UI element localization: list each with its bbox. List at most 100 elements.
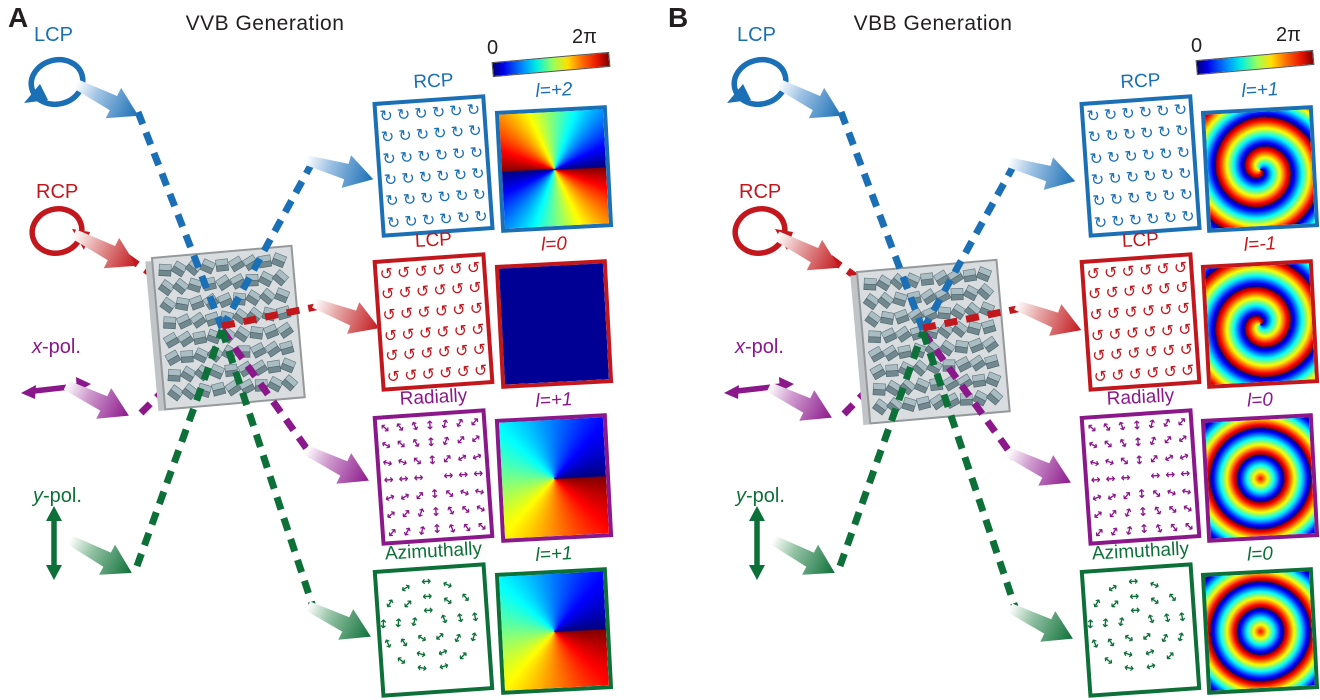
azimuthal-arrow-glyph: ↕ (466, 629, 481, 646)
azimuthal-arrow-glyph: ↕ (420, 590, 435, 602)
circular-polarization-glyph: ↺ (419, 343, 435, 364)
beam-path-azimuthal-out-a (218, 328, 318, 612)
colorbar-max-label-a: 2π (572, 26, 597, 48)
xpol-suffix: -pol. (745, 336, 784, 358)
input-label-lcp-b: LCP (737, 24, 776, 46)
radial-arrow-glyph: ↕ (473, 517, 491, 535)
circular-polarization-glyph: ↺ (1107, 324, 1123, 345)
circular-polarization-glyph: ↺ (1110, 365, 1126, 386)
circular-polarization-glyph: ↻ (1109, 189, 1124, 210)
circular-polarization-glyph: ↺ (454, 341, 470, 362)
circular-polarization-glyph: ↻ (1160, 164, 1175, 185)
circular-polarization-glyph: ↻ (384, 191, 400, 211)
circular-polarization-glyph: ↻ (435, 166, 451, 186)
azimuthal-arrow-glyph: ↕ (1102, 633, 1120, 651)
circular-polarization-glyph: ↺ (383, 325, 398, 346)
circular-polarization-glyph: ↺ (1120, 261, 1136, 282)
circular-polarization-glyph: ↺ (453, 320, 468, 341)
circular-polarization-glyph: ↻ (1163, 207, 1178, 228)
metasurface-side-face (145, 260, 167, 412)
circular-polarization-glyph: ↺ (1155, 258, 1171, 279)
polarization-state-square: ↻↻↻↻↻↻↻↻↻↻↻↻↻↻↻↻↻↻↻↻↻↻↻↻↻↻↻↻↻↻↻↻↻↻↻↻ (372, 94, 495, 238)
polarization-state-square: ↕↕↕↕↕↕↕↕↕↕↕↕↕↕↕↕↕↕↕↕↕↕↕↕↕↕↕↕↕↕↕↕↕↕↕↕↕↕↕↕… (372, 408, 495, 546)
circular-polarization-glyph: ↻ (472, 184, 487, 205)
input-label-ypol-a: y-pol. (33, 485, 82, 508)
azimuthal-arrow-glyph: ↕ (1114, 613, 1128, 630)
azimuthal-arrow-glyph: ↕ (1146, 577, 1164, 593)
radial-arrow-glyph: ↕ (424, 417, 436, 433)
circular-polarization-glyph: ↻ (431, 102, 446, 123)
panel-label-a: A (8, 2, 29, 33)
azimuthal-arrow-glyph: ↕ (378, 615, 390, 631)
circular-polarization-glyph: ↺ (1176, 298, 1191, 319)
circular-polarization-glyph: ↺ (1123, 302, 1139, 323)
colorbar-max-label-b: 2π (1276, 24, 1301, 46)
circular-polarization-glyph: ↻ (1141, 144, 1156, 165)
azimuthal-arrow-glyph: ↕ (1144, 611, 1159, 628)
phase-order-label: l=+1 (534, 389, 573, 412)
phase-map (494, 105, 614, 233)
azimuthal-arrow-glyph: ↕ (399, 595, 417, 613)
circular-polarization-glyph: ↻ (416, 146, 432, 166)
circular-polarization-glyph: ↻ (396, 104, 411, 125)
circular-polarization-glyph: ↻ (473, 206, 489, 227)
circular-polarization-glyph: ↻ (1138, 102, 1153, 123)
radial-arrow-glyph: ↕ (471, 468, 486, 480)
metasurface-side-face (850, 274, 872, 426)
circular-polarization-glyph: ↻ (1125, 167, 1140, 188)
circular-polarization-glyph: ↻ (1155, 101, 1171, 121)
circular-polarization-glyph: ↺ (1138, 259, 1153, 280)
phase-map-canvas (1205, 571, 1315, 691)
azimuthal-arrow-glyph: ↕ (1087, 635, 1103, 653)
azimuthal-arrow-glyph: ↕ (457, 589, 475, 607)
phase-map-canvas (1205, 417, 1315, 539)
beam-path-ypol-in-a (133, 328, 226, 568)
circular-polarization-glyph: ↻ (1090, 169, 1105, 190)
circular-polarization-glyph: ↺ (1139, 280, 1155, 301)
vertical-double-arrow-icon (46, 506, 62, 580)
beam-path-radial-out-a (219, 327, 315, 459)
circular-polarization-glyph: ↺ (413, 261, 429, 282)
azimuthal-arrow-glyph: ↕ (1160, 610, 1174, 627)
phase-map (1200, 105, 1320, 233)
circular-polarization-glyph: ↺ (1178, 339, 1194, 360)
panel-title-b: VBB Generation (853, 12, 1013, 35)
circular-polarization-glyph: ↻ (438, 208, 454, 229)
circular-polarization-glyph: ↻ (466, 99, 481, 120)
circular-polarization-glyph: ↺ (1158, 299, 1174, 320)
azimuthal-arrow-glyph: ↕ (1119, 630, 1137, 647)
circular-polarization-glyph: ↻ (413, 103, 429, 124)
circular-polarization-glyph: ↻ (399, 147, 414, 168)
azimuthal-arrow-glyph: ↕ (437, 611, 452, 628)
circular-polarization-glyph: ↻ (1088, 148, 1104, 169)
circular-polarization-glyph: ↻ (1103, 104, 1118, 125)
circular-polarization-glyph: ↺ (1088, 304, 1104, 325)
phase-map-canvas (1205, 109, 1315, 229)
polarization-state-square: ↺↺↺↺↺↺↺↺↺↺↺↺↺↺↺↺↺↺↺↺↺↺↺↺↺↺↺↺↺↺↺↺↺↺↺↺ (1079, 252, 1202, 392)
polarization-label: RCP (412, 69, 455, 94)
ypol-prefix: y (33, 485, 43, 507)
circular-polarization-glyph: ↺ (1093, 366, 1108, 387)
azimuthal-arrow-glyph: ↕ (1085, 615, 1097, 631)
azimuthal-arrow-glyph: ↕ (1128, 604, 1143, 616)
azimuthal-arrow-glyph: ↕ (453, 647, 471, 665)
circular-polarization-glyph: ↻ (1091, 191, 1107, 211)
circular-polarization-glyph: ↻ (418, 167, 433, 188)
ypol-suffix: -pol. (43, 485, 82, 507)
circular-polarization-glyph: ↻ (1126, 188, 1142, 209)
circular-polarization-glyph: ↻ (1145, 208, 1161, 229)
azimuthal-arrow-glyph: ↕ (1104, 580, 1122, 597)
azimuthal-arrow-glyph: ↕ (431, 628, 449, 646)
circular-polarization-glyph: ↺ (1122, 281, 1137, 302)
input-label-xpol-b: x-pol. (735, 336, 784, 359)
circular-polarization-glyph: ↺ (431, 259, 446, 280)
phase-map-canvas (499, 263, 609, 385)
beam-path-lcp-in-a (134, 110, 226, 330)
circular-polarization-glyph: ↺ (1145, 362, 1161, 383)
phase-map (1200, 413, 1320, 543)
circular-polarization-glyph: ↺ (416, 302, 432, 323)
radial-arrow-glyph: ↕ (468, 449, 486, 464)
circular-polarization-glyph: ↺ (1109, 344, 1124, 365)
